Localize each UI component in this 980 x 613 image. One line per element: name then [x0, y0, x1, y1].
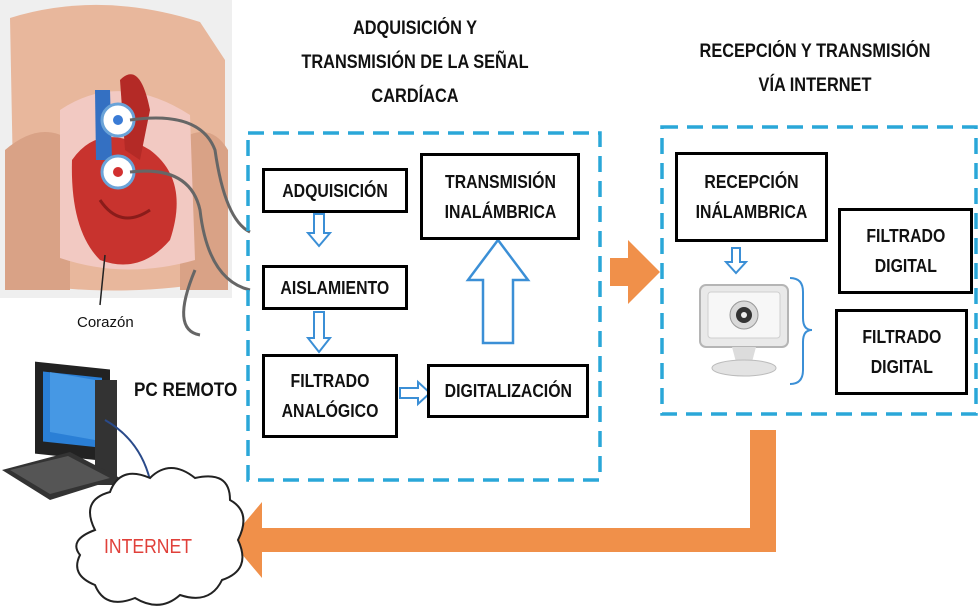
block-digitalizacion: DIGITALIZACIÓN [427, 364, 589, 418]
block-adquisicion: ADQUISICIÓN [262, 168, 408, 213]
title-acquisition: ADQUISICIÓN Y TRANSMISIÓN DE LA SEÑAL CA… [301, 18, 529, 107]
title-reception: RECEPCIÓN Y TRANSMISIÓN VÍA INTERNET [699, 41, 931, 96]
block-aislamiento-label: AISLAMIENTO [280, 277, 390, 298]
acquisition-dashed-box [246, 131, 602, 482]
block-filtrado-digital-2: FILTRADO DIGITAL [835, 309, 968, 395]
arrow-down-2 [305, 311, 333, 354]
block-filtrado-analogico-label: FILTRADO ANALÓGICO [281, 371, 379, 421]
orange-arrow-right [610, 240, 660, 304]
arrow-up-big [465, 237, 531, 345]
block-digitalizacion-label: DIGITALIZACIÓN [444, 381, 572, 401]
block-transmision-label: TRANSMISIÓN INALÁMBRICA [444, 171, 556, 222]
display-screen-icon [699, 284, 789, 377]
ecg-cables [129, 116, 251, 337]
block-filtrado-digital-2-label: FILTRADO DIGITAL [862, 327, 941, 377]
block-filtrado-digital-1: FILTRADO DIGITAL [838, 208, 973, 294]
arrow-down-1 [305, 213, 333, 248]
heart-chest-illustration [0, 0, 232, 306]
bracket [789, 277, 813, 385]
block-aislamiento: AISLAMIENTO [262, 265, 408, 310]
block-filtrado-digital-1-label: FILTRADO DIGITAL [866, 226, 945, 276]
label-corazon: Corazón [77, 314, 134, 331]
computer-monitor-icon [2, 361, 151, 500]
block-recepcion-label: RECEPCIÓN INÁLAMBRICA [695, 172, 808, 222]
cloud-icon [75, 467, 245, 606]
label-internet: INTERNET [104, 536, 192, 558]
block-filtrado-analogico: FILTRADO ANALÓGICO [262, 354, 398, 438]
block-transmision: TRANSMISIÓN INALÁMBRICA [420, 153, 580, 240]
arrow-right [399, 379, 432, 407]
arrow-down-3 [723, 247, 749, 275]
reception-dashed-box [660, 125, 978, 416]
label-pc-remoto: PC REMOTO [134, 380, 238, 401]
orange-arrow-return [230, 430, 776, 578]
block-recepcion: RECEPCIÓN INÁLAMBRICA [675, 152, 828, 242]
block-adquisicion-label: ADQUISICIÓN [282, 180, 388, 201]
